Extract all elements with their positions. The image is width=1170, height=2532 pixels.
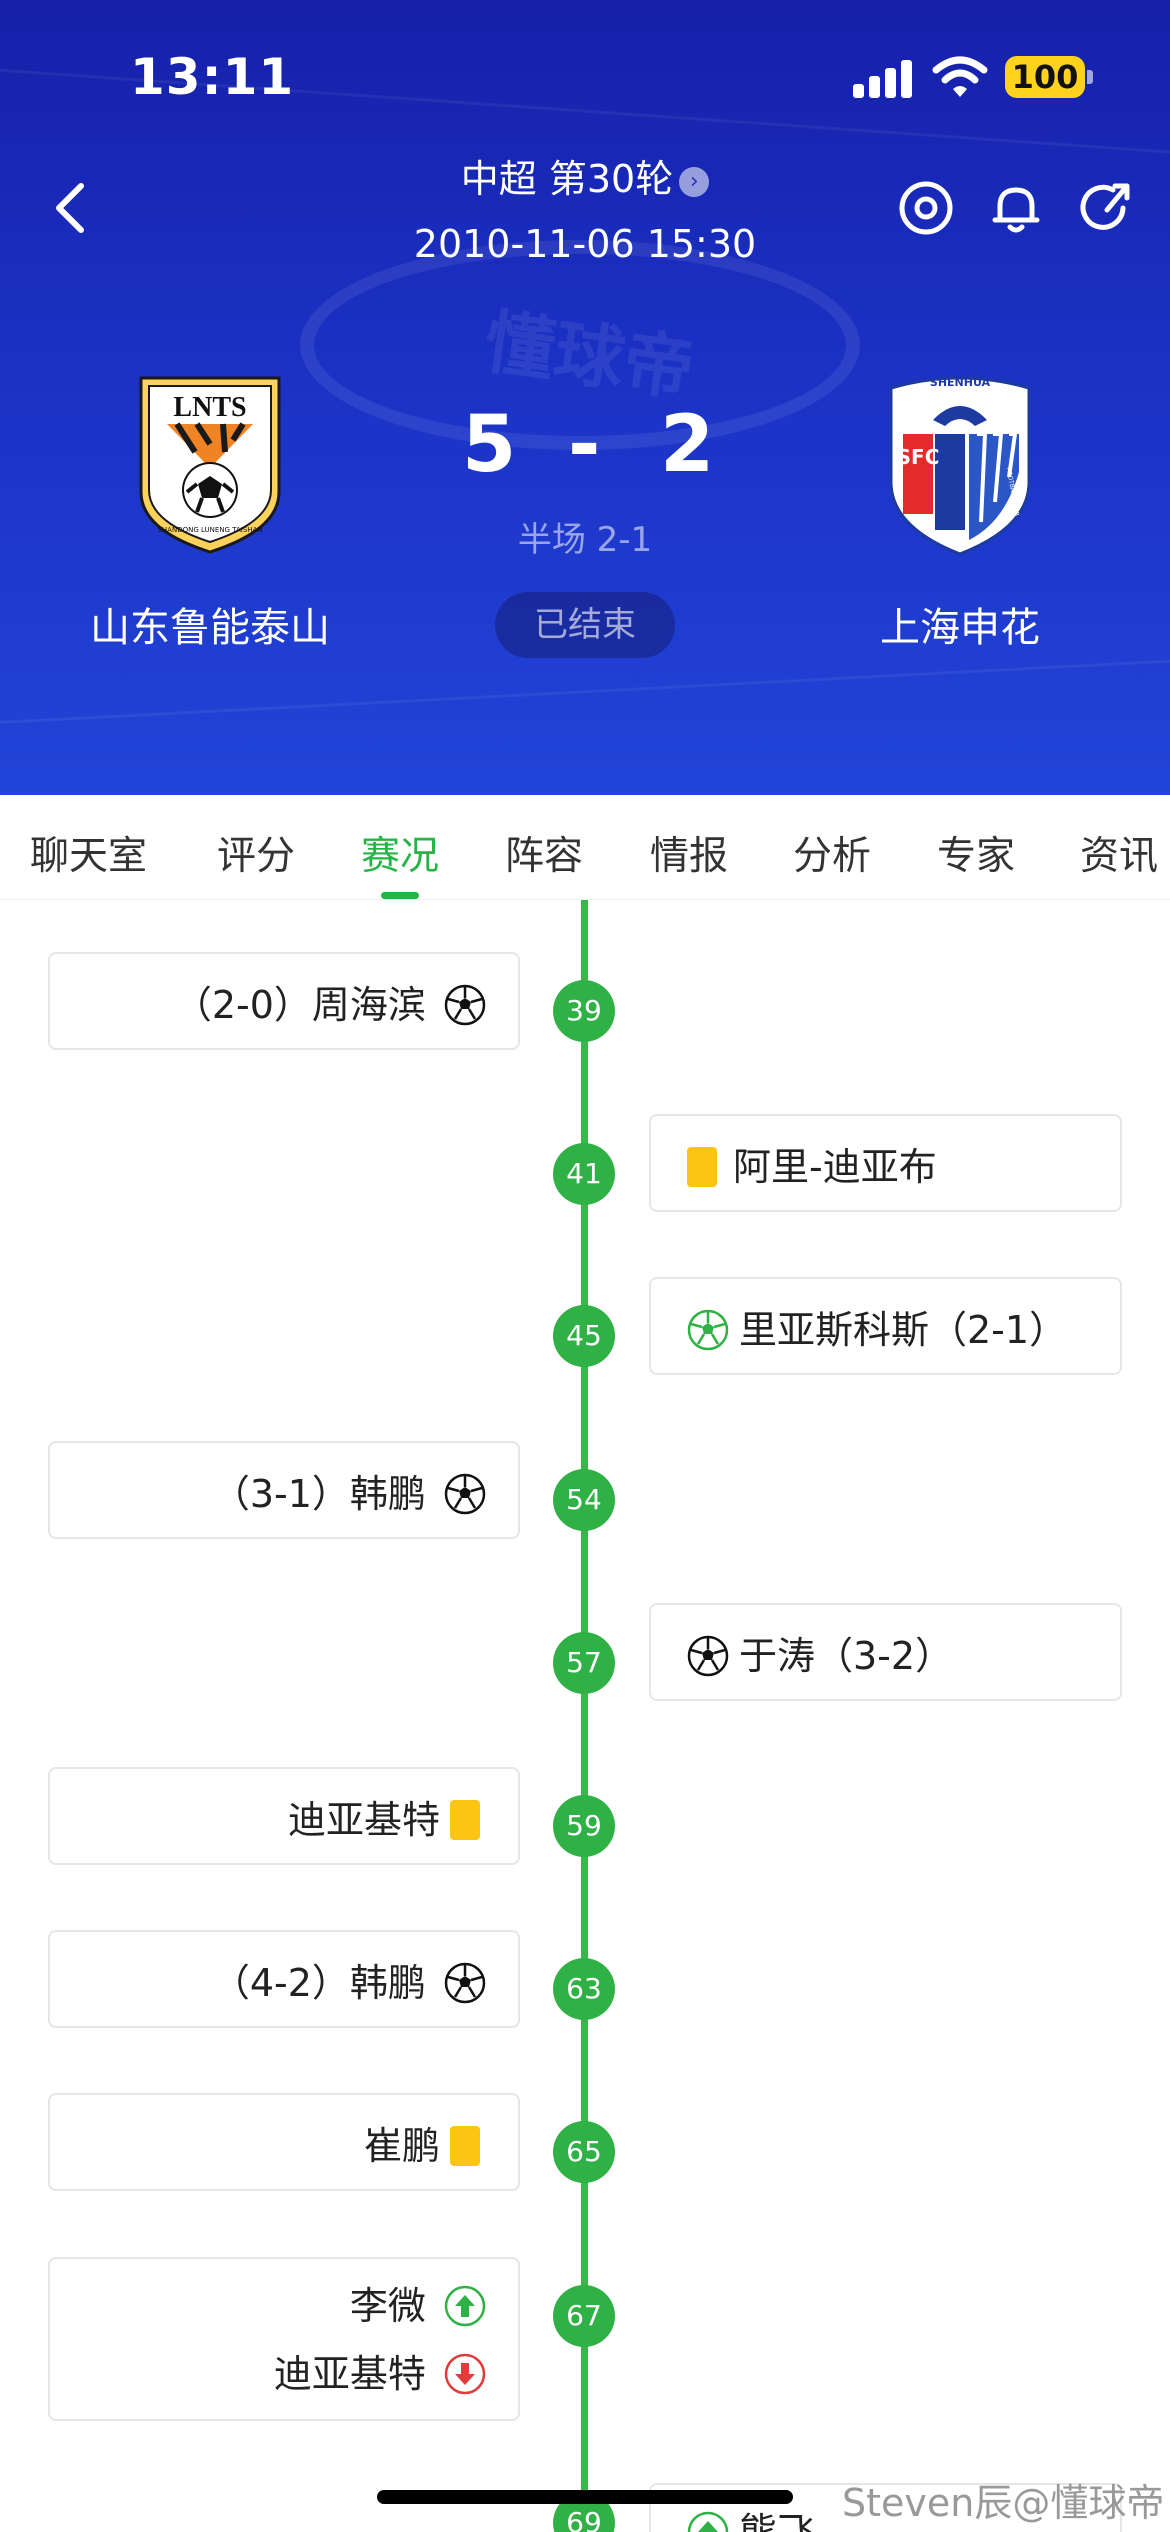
active-tab-indicator	[381, 892, 419, 899]
match-status-badge: 已结束	[495, 592, 675, 658]
event-text: （2-0）周海滨	[173, 982, 426, 1027]
minute-marker: 67	[553, 2285, 615, 2347]
event-text: 于涛（3-2）	[739, 1633, 954, 1678]
minute-marker: 45	[553, 1305, 615, 1367]
tab-match-events[interactable]: 赛况	[361, 834, 440, 879]
home-score: 5	[462, 400, 517, 490]
score-separator: -	[568, 400, 601, 490]
minute-marker: 57	[553, 1632, 615, 1694]
sub-out-arrow-icon	[444, 2353, 486, 2394]
status-time: 13:11	[130, 48, 295, 106]
status-bar: 13:11 100	[0, 0, 1170, 150]
tab-experts[interactable]: 专家	[937, 834, 1016, 879]
event-card[interactable]: 崔鹏	[48, 2093, 520, 2191]
match-datetime: 2010-11-06 15:30	[413, 222, 757, 266]
goal-ball-icon	[687, 1635, 729, 1676]
event-text: 崔鹏	[363, 2123, 440, 2168]
minute-marker: 65	[553, 2121, 615, 2183]
event-card[interactable]: （2-0）周海滨	[48, 952, 520, 1050]
halftime-score: 半场 2-1	[517, 520, 653, 560]
goal-ball-icon	[687, 1309, 729, 1350]
tab-bar: 聊天室 评分 赛况 阵容 情报 分析 专家 资讯	[0, 795, 1170, 900]
minute-marker: 41	[553, 1143, 615, 1205]
minute-marker: 59	[553, 1795, 615, 1857]
minute-marker: 54	[553, 1469, 615, 1531]
sub-in-player: 李微	[349, 2283, 426, 2328]
event-card[interactable]: （3-1）韩鹏	[48, 1441, 520, 1539]
tab-lineup[interactable]: 阵容	[505, 834, 584, 879]
yellow-card-icon	[687, 1146, 717, 1187]
tab-ratings[interactable]: 评分	[217, 834, 296, 879]
sub-in-arrow-icon	[444, 2285, 486, 2326]
event-card[interactable]: 迪亚基特	[48, 1767, 520, 1865]
away-score: 2	[660, 400, 715, 490]
share-icon[interactable]	[1077, 178, 1137, 238]
event-text: 里亚斯科斯（2-1）	[739, 1307, 1068, 1352]
minute-marker: 39	[553, 980, 615, 1042]
timeline-axis	[581, 900, 588, 2532]
bell-icon[interactable]	[986, 178, 1046, 238]
watch-target-icon[interactable]	[896, 178, 956, 238]
home-logo-ring-text: SHANDONG LUNENG TAISHAN	[157, 526, 262, 534]
pitch-line-decoration	[0, 655, 1170, 728]
match-header: 懂球帝 13:11 100 中超 第30轮› 2010-11-06 15:30	[0, 0, 1170, 795]
wifi-icon	[932, 56, 988, 97]
tab-intel[interactable]: 情报	[650, 834, 729, 879]
away-team-name[interactable]: 上海申花	[880, 605, 1040, 651]
event-text: （3-1）韩鹏	[211, 1471, 426, 1516]
event-card[interactable]: （4-2）韩鹏	[48, 1930, 520, 2028]
away-team-logo[interactable]: SHENHUA SFC FOOTBALL CLUB	[885, 372, 1035, 557]
credit-watermark: Steven辰@懂球帝	[842, 2481, 1165, 2525]
goal-ball-icon	[444, 984, 486, 1025]
event-text: 阿里-迪亚布	[733, 1144, 937, 1189]
tab-analysis[interactable]: 分析	[793, 834, 872, 879]
event-text: （4-2）韩鹏	[211, 1960, 426, 2005]
league-round-label: 中超 第30轮	[460, 157, 674, 201]
minute-marker: 63	[553, 1958, 615, 2020]
event-text: 迪亚基特	[287, 1797, 440, 1842]
away-logo-letters: SFC	[897, 445, 940, 469]
tab-chatroom[interactable]: 聊天室	[30, 834, 148, 879]
home-indicator[interactable]	[377, 2490, 793, 2504]
goal-ball-icon	[444, 1962, 486, 2003]
match-timeline: （2-0）周海滨 39 阿里-迪亚布 41 里亚斯科斯（2-1） 45 （3-1…	[0, 900, 1170, 2532]
home-team-logo[interactable]: LNTS SHANDONG LUNENG TAISHAN	[135, 372, 285, 557]
event-card[interactable]: 于涛（3-2）	[649, 1603, 1122, 1701]
signal-icon	[853, 58, 913, 98]
back-arrow-icon[interactable]	[45, 172, 95, 242]
battery-tip	[1087, 70, 1093, 84]
yellow-card-icon	[450, 1799, 480, 1840]
league-round-link[interactable]: 中超 第30轮›	[435, 148, 735, 203]
away-logo-text: SHENHUA	[930, 376, 991, 389]
event-card[interactable]: 阿里-迪亚布	[649, 1114, 1122, 1212]
sub-in-arrow-icon	[687, 2511, 729, 2532]
sub-in-player: 熊飞	[739, 2509, 816, 2532]
scoreline: 5 - 2	[440, 400, 730, 500]
home-team-name[interactable]: 山东鲁能泰山	[90, 605, 330, 651]
goal-ball-icon	[444, 1473, 486, 1514]
yellow-card-icon	[450, 2125, 480, 2166]
event-card[interactable]: 里亚斯科斯（2-1）	[649, 1277, 1122, 1375]
substitution-card[interactable]: 李微 迪亚基特	[48, 2257, 520, 2421]
sub-out-player: 迪亚基特	[273, 2351, 426, 2396]
home-logo-text: LNTS	[173, 392, 246, 423]
chevron-right-icon: ›	[679, 166, 710, 197]
battery-icon: 100	[1005, 56, 1085, 98]
tab-news[interactable]: 资讯	[1080, 834, 1159, 879]
